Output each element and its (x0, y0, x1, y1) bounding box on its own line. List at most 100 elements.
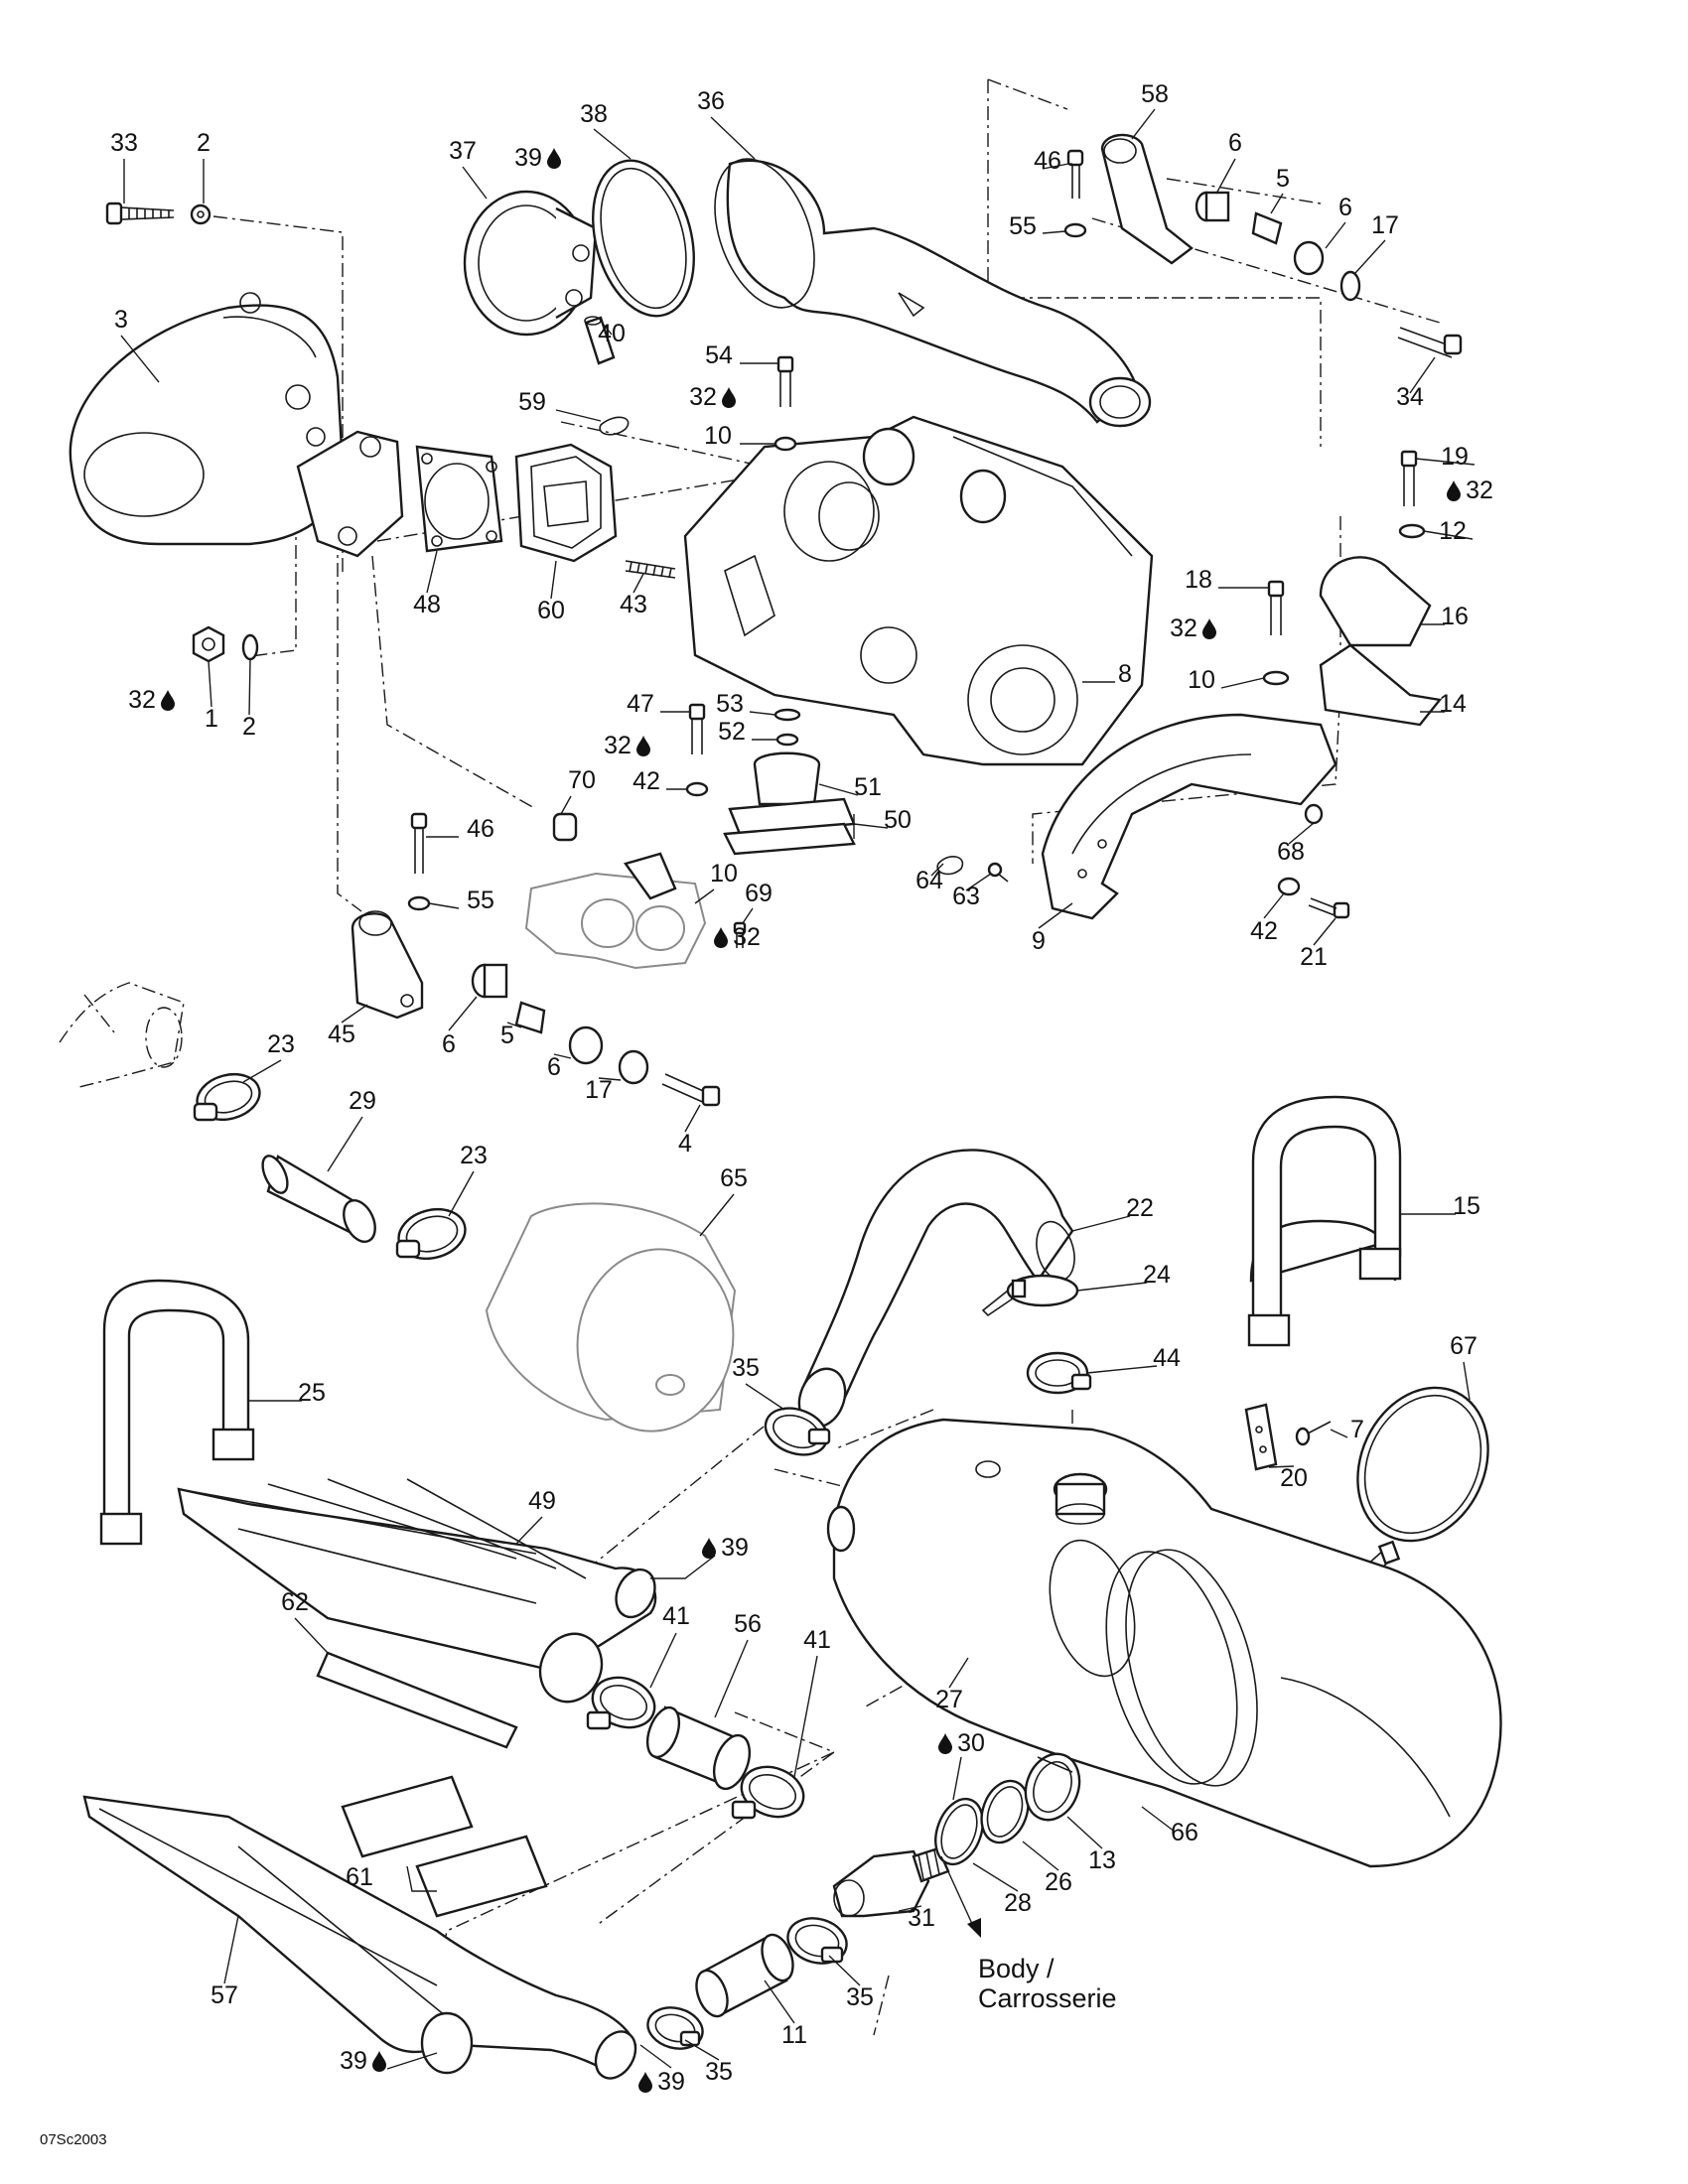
oring-26 (980, 1779, 1030, 1844)
callout-44: 44 (1153, 1344, 1181, 1372)
callout-34: 34 (1396, 383, 1424, 411)
callout-64: 64 (915, 867, 943, 894)
callout-19: 19 (1441, 443, 1469, 471)
callout-9: 9 (1032, 927, 1046, 955)
oil-drop-icon (547, 148, 561, 169)
pad-61 (341, 1775, 548, 1918)
oil-drop-icon (1447, 480, 1461, 501)
callout-14: 14 (1439, 690, 1467, 718)
callout-45: 45 (328, 1021, 355, 1048)
callout-26: 26 (1045, 1868, 1072, 1896)
callout-58: 58 (1141, 80, 1169, 108)
callout-32: 32 (1170, 614, 1197, 642)
callout-41: 41 (803, 1626, 831, 1654)
exhaust-manifold (69, 292, 404, 558)
callout-66: 66 (1171, 1819, 1198, 1846)
pipe-49 (177, 1478, 657, 1704)
clamp-35c (646, 2006, 704, 2050)
clamp-41b (731, 1765, 805, 1820)
bracket-16 (1262, 450, 1443, 727)
callout-6: 6 (547, 1053, 561, 1081)
screw-63 (987, 862, 1009, 883)
oil-drop-icon (714, 927, 728, 948)
clamp-37 (463, 190, 598, 337)
clip-59 (599, 416, 630, 436)
oil-drop-icon (638, 2072, 652, 2093)
oil-drop-icon (372, 2051, 386, 2072)
callout-6: 6 (1338, 194, 1352, 221)
pipe-22 (797, 1149, 1075, 1429)
callout-55: 55 (467, 887, 494, 914)
strap-25 (99, 1279, 255, 1546)
callout-12: 12 (1439, 517, 1467, 545)
callout-39: 39 (514, 144, 542, 172)
engine-mount-51 (685, 703, 856, 856)
callout-56: 56 (734, 1610, 762, 1638)
leader-lines (120, 108, 1476, 2070)
callout-15: 15 (1453, 1192, 1480, 1220)
part-60 (514, 443, 618, 563)
clamp-23b (395, 1208, 467, 1260)
callout-48: 48 (413, 591, 441, 618)
pipe-36 (714, 158, 1152, 428)
clamp-44 (1026, 1351, 1092, 1395)
callout-53: 53 (716, 690, 744, 718)
callout-7: 7 (1350, 1416, 1364, 1443)
callout-20: 20 (1280, 1464, 1308, 1492)
fitting-31 (832, 1846, 950, 1918)
callout-61: 61 (346, 1863, 373, 1891)
pad-62 (316, 1651, 518, 1749)
callout-69: 69 (745, 880, 773, 907)
callout-1: 1 (205, 705, 218, 733)
oil-drop-icon (722, 387, 736, 408)
callout-54: 54 (705, 341, 733, 369)
callout-46: 46 (467, 815, 494, 843)
callout-59: 59 (518, 388, 546, 416)
bracket-20 (1244, 1403, 1332, 1471)
callout-5: 5 (1276, 165, 1290, 193)
callout-2: 2 (242, 713, 256, 741)
callout-42: 42 (633, 767, 660, 795)
sleeve-56 (645, 1706, 752, 1791)
throttle-body (524, 812, 707, 970)
callout-63: 63 (952, 883, 980, 910)
callout-46: 46 (1034, 147, 1061, 175)
callout-23: 23 (460, 1142, 488, 1169)
callout-5: 5 (500, 1022, 514, 1049)
callout-28: 28 (1004, 1889, 1032, 1917)
engine-block-8 (683, 415, 1154, 766)
callout-50: 50 (884, 806, 912, 834)
callout-4: 4 (678, 1130, 692, 1158)
oil-drop-icon (1202, 618, 1216, 639)
callout-51: 51 (854, 773, 882, 801)
clamp-41a (586, 1676, 656, 1730)
callout-11: 11 (781, 2021, 807, 2049)
oil-drop-icon (636, 736, 650, 756)
bracket-58 (1063, 133, 1463, 358)
callout-36: 36 (697, 87, 725, 115)
callout-17: 17 (1371, 211, 1399, 239)
callout-39: 39 (721, 1534, 749, 1562)
callout-35: 35 (846, 1983, 874, 2011)
body-note-line2: Carrosserie (978, 1983, 1117, 2013)
callout-25: 25 (298, 1379, 326, 1407)
body-note-line1: Body / (978, 1954, 1055, 1983)
strap-15 (1247, 1095, 1402, 1347)
callout-13: 13 (1088, 1846, 1116, 1874)
callout-23: 23 (267, 1030, 295, 1058)
callout-52: 52 (718, 718, 746, 746)
bolt-69 (733, 921, 747, 948)
clip-64 (936, 856, 964, 876)
callout-24: 24 (1143, 1261, 1171, 1289)
oring-28 (934, 1797, 984, 1866)
callout-55: 55 (1009, 212, 1037, 240)
callout-27: 27 (935, 1686, 963, 1713)
callout-38: 38 (580, 100, 608, 128)
callout-32: 32 (128, 686, 156, 714)
callout-60: 60 (537, 597, 565, 624)
bolt-33 (105, 202, 211, 225)
tie-24 (981, 1274, 1079, 1317)
callout-40: 40 (598, 320, 626, 347)
